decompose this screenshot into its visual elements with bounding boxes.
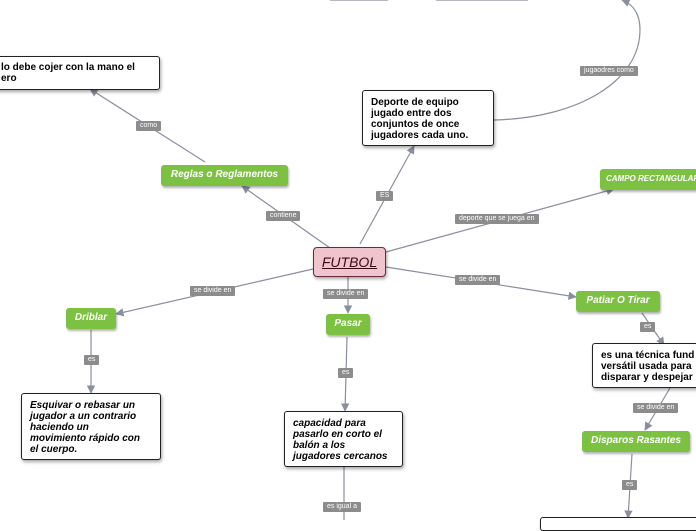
- label-divide-tecnica: se divide en: [633, 403, 679, 413]
- label-divide-pasar: se divide en: [323, 289, 369, 299]
- node-definicion[interactable]: Deporte de equipo jugado entre dos conju…: [362, 90, 494, 146]
- node-patiar[interactable]: Patiar O Tirar: [576, 291, 660, 312]
- label-como: como: [136, 121, 162, 131]
- label-es-upper: ES: [376, 191, 394, 201]
- node-reglas[interactable]: Reglas o Reglamentos: [161, 165, 288, 186]
- label-es-disparos: es: [622, 480, 638, 490]
- label-es-pasar: es: [338, 368, 354, 378]
- label-es-driblar: es: [84, 355, 100, 365]
- node-bottom-partial[interactable]: [540, 517, 696, 531]
- node-esquivar[interactable]: Esquivar o rebasar un jugador a un contr…: [21, 393, 161, 460]
- node-driblar[interactable]: Driblar: [66, 308, 116, 329]
- label-deporte-juega: deporte que se juega en: [455, 214, 539, 224]
- node-coger-mano[interactable]: lo debe cojer con la mano el ero: [0, 56, 160, 90]
- label-jugadores-como: jugaodres como: [580, 66, 638, 76]
- edge-definicion-top: [493, 0, 641, 121]
- label-es-igual: es igual a: [323, 502, 361, 512]
- node-capacidad[interactable]: capacidad para pasarlo en corto el balón…: [284, 411, 403, 467]
- node-campo-rectangular[interactable]: CAMPO RECTANGULAR: [600, 169, 696, 190]
- label-es-patiar: es: [640, 322, 656, 332]
- central-topic[interactable]: FUTBOL: [313, 247, 386, 277]
- node-tecnica[interactable]: es una técnica fund versátil usada para …: [592, 343, 696, 388]
- label-contiene: contiene: [266, 211, 301, 221]
- node-pasar[interactable]: Pasar: [326, 314, 370, 335]
- label-divide-driblar: se divide en: [190, 286, 236, 296]
- node-disparos-rasantes[interactable]: Disparos Rasantes: [582, 431, 690, 452]
- label-divide-patiar: se divide en: [455, 275, 501, 285]
